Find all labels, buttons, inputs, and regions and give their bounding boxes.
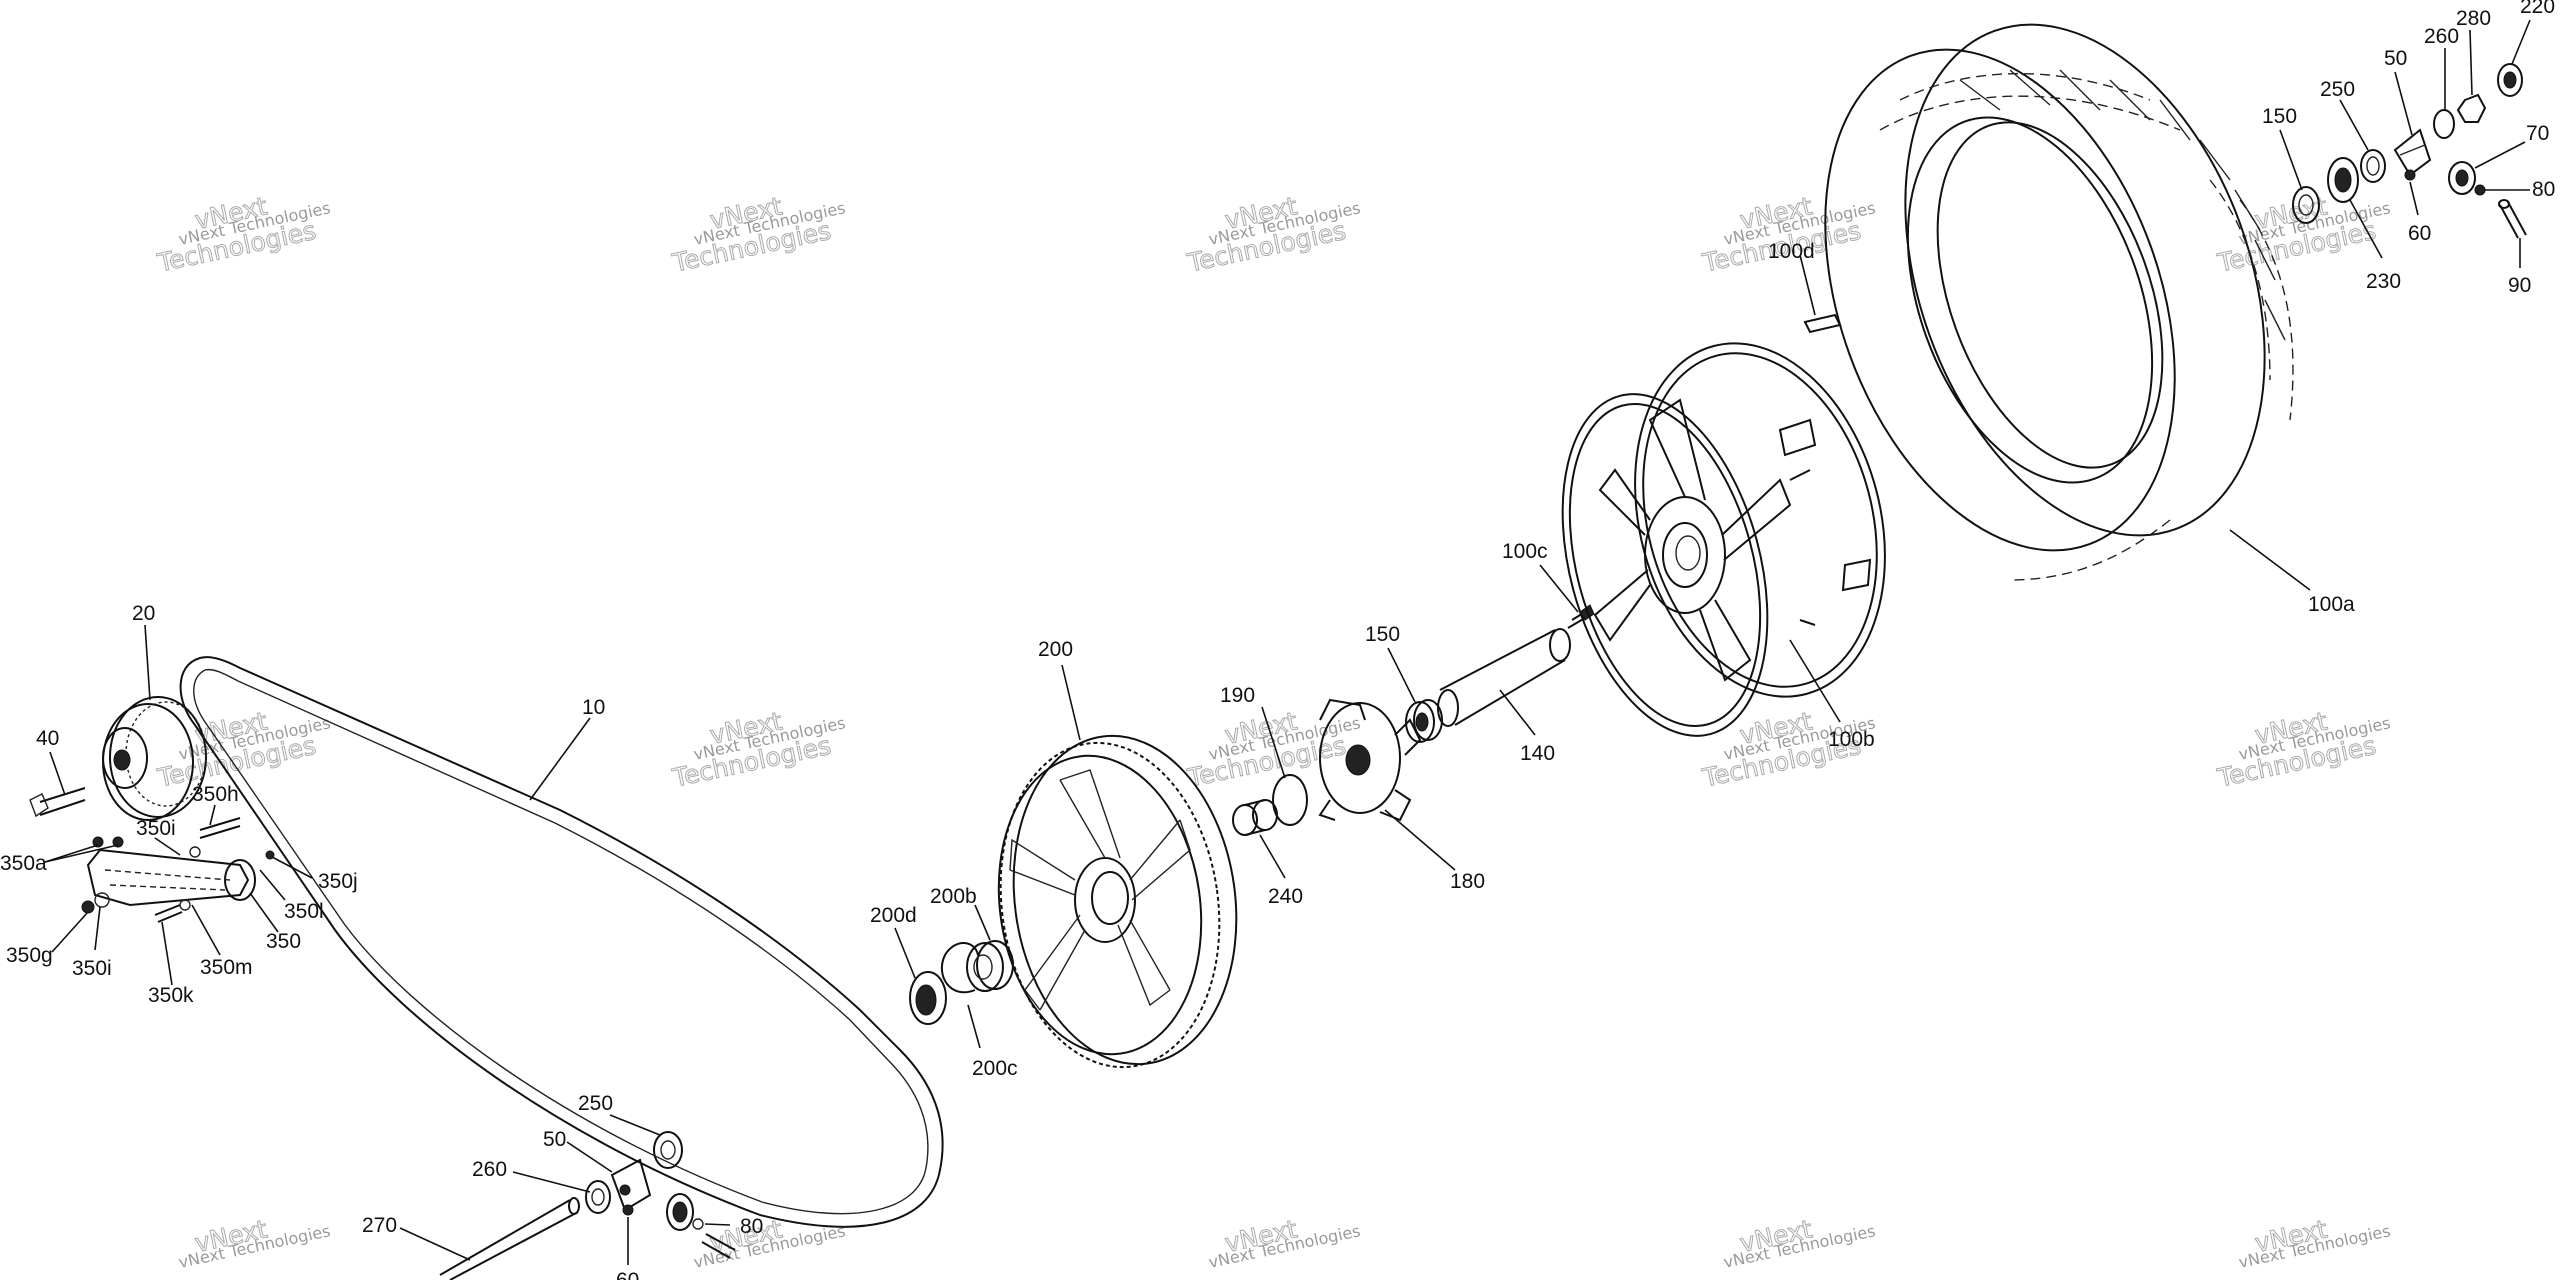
watermark: vNext Technologies vNext (1722, 1214, 1877, 1272)
driven-sprocket (997, 734, 1238, 1069)
callout-150-top: 150 (2262, 105, 2297, 128)
idler-pulley (102, 696, 207, 821)
axle-270 (439, 1197, 580, 1280)
callout-100b: 100b (1828, 728, 1875, 751)
callout-350a: 350a (0, 852, 47, 875)
callout-270: 270 (362, 1214, 397, 1237)
callout-200b: 200b (930, 885, 977, 908)
callout-180: 180 (1450, 870, 1485, 893)
circlip-200c (940, 942, 979, 994)
watermark: vNext Technologies vNext (177, 1214, 332, 1272)
callout-10: 10 (582, 696, 605, 719)
watermark: vNext Technologies Technologies vNext (669, 191, 847, 278)
leader-lines (44, 19, 2531, 1265)
callout-50-bot: 50 (543, 1128, 566, 1151)
spacer-tube-140 (1437, 628, 1571, 727)
callout-200c: 200c (972, 1057, 1018, 1080)
spacer-250-bot (653, 1131, 683, 1169)
spacer-240 (1232, 799, 1278, 836)
callout-350k: 350k (148, 984, 194, 1007)
washer-70 (2448, 161, 2476, 195)
callout-20: 20 (132, 602, 155, 625)
callout-100a: 100a (2308, 593, 2355, 616)
watermark: vNext Technologies Technologies vNext (1184, 191, 1362, 278)
tire (1824, 23, 2294, 581)
callout-90: 90 (2508, 274, 2531, 297)
watermark: vNext Technologies Technologies vNext (1184, 706, 1362, 793)
callout-80-top: 80 (2532, 178, 2555, 201)
bearing-150-top (2292, 186, 2320, 224)
nut-280 (2456, 93, 2487, 123)
bolt-40 (29, 787, 86, 818)
wheel-rim (1561, 342, 1886, 737)
washer-80-bot (692, 1218, 704, 1230)
callout-350g: 350g (6, 944, 53, 967)
pin-bot (701, 1233, 736, 1259)
seal-230 (2327, 157, 2359, 203)
axle-pin-90 (2498, 199, 2527, 239)
washer-60-top (2404, 169, 2416, 181)
callout-220: 220 (2520, 0, 2555, 18)
callout-350i-upper: 350i (136, 817, 176, 840)
callout-350l: 350l (284, 900, 324, 923)
cap-220 (2497, 63, 2523, 97)
part-100d (1803, 313, 1842, 334)
callout-50-top: 50 (2384, 47, 2407, 70)
callout-100c: 100c (1502, 540, 1548, 563)
callout-190: 190 (1220, 684, 1255, 707)
callout-150-mid: 150 (1365, 623, 1400, 646)
callout-60-bot: 60 (616, 1269, 639, 1280)
callout-40: 40 (36, 727, 59, 750)
bearing-200b (966, 940, 1014, 992)
oring-190 (1272, 774, 1308, 826)
watermark: vNext Technologies Technologies vNext (669, 706, 847, 793)
washer-80-top (2474, 184, 2486, 196)
cush-drive-damper (1318, 698, 1422, 822)
caliper-mount-50-top (2393, 128, 2432, 177)
watermark: vNext Technologies Technologies vNext (2214, 191, 2392, 278)
callout-100d: 100d (1768, 240, 1815, 263)
nut-60-bot (622, 1204, 634, 1216)
callout-350m: 350m (200, 956, 253, 979)
seal-bot (666, 1193, 694, 1231)
spacer-250-top (2360, 149, 2386, 183)
watermark: vNext Technologies vNext (2237, 1214, 2392, 1272)
seal-200d (909, 971, 947, 1025)
tensioner-bracket (81, 817, 275, 923)
callout-80-bot: 80 (740, 1215, 763, 1238)
callout-200d: 200d (870, 904, 917, 927)
callout-240: 240 (1268, 885, 1303, 908)
callout-280: 280 (2456, 7, 2491, 30)
callout-260-bot: 260 (472, 1158, 507, 1181)
caliper-mount-50-bot (610, 1158, 652, 1212)
callout-350j: 350j (318, 870, 358, 893)
callout-200: 200 (1038, 638, 1073, 661)
drive-belt (179, 656, 944, 1228)
watermark: vNext Technologies Technologies vNext (2214, 706, 2392, 793)
watermark: vNext Technologies Technologies vNext (154, 191, 332, 278)
washer-260-bot (585, 1180, 611, 1214)
bearing-150-mid (1405, 699, 1443, 743)
callout-350h: 350h (192, 783, 239, 806)
callout-140: 140 (1520, 742, 1555, 765)
callout-60-top: 60 (2408, 222, 2431, 245)
callout-250-top: 250 (2320, 78, 2355, 101)
callout-350i-lower: 350i (72, 957, 112, 980)
watermark-group: vNext Technologies Technologies vNext vN… (154, 191, 2392, 1272)
washer-260-top (2433, 109, 2455, 139)
callout-260-top: 260 (2424, 25, 2459, 48)
callout-350: 350 (266, 930, 301, 953)
watermark: vNext Technologies vNext (1207, 1214, 1362, 1272)
callout-230: 230 (2366, 270, 2401, 293)
callout-70: 70 (2526, 122, 2549, 145)
watermark: vNext Technologies Technologies vNext (154, 706, 332, 793)
callout-250-bot: 250 (578, 1092, 613, 1115)
